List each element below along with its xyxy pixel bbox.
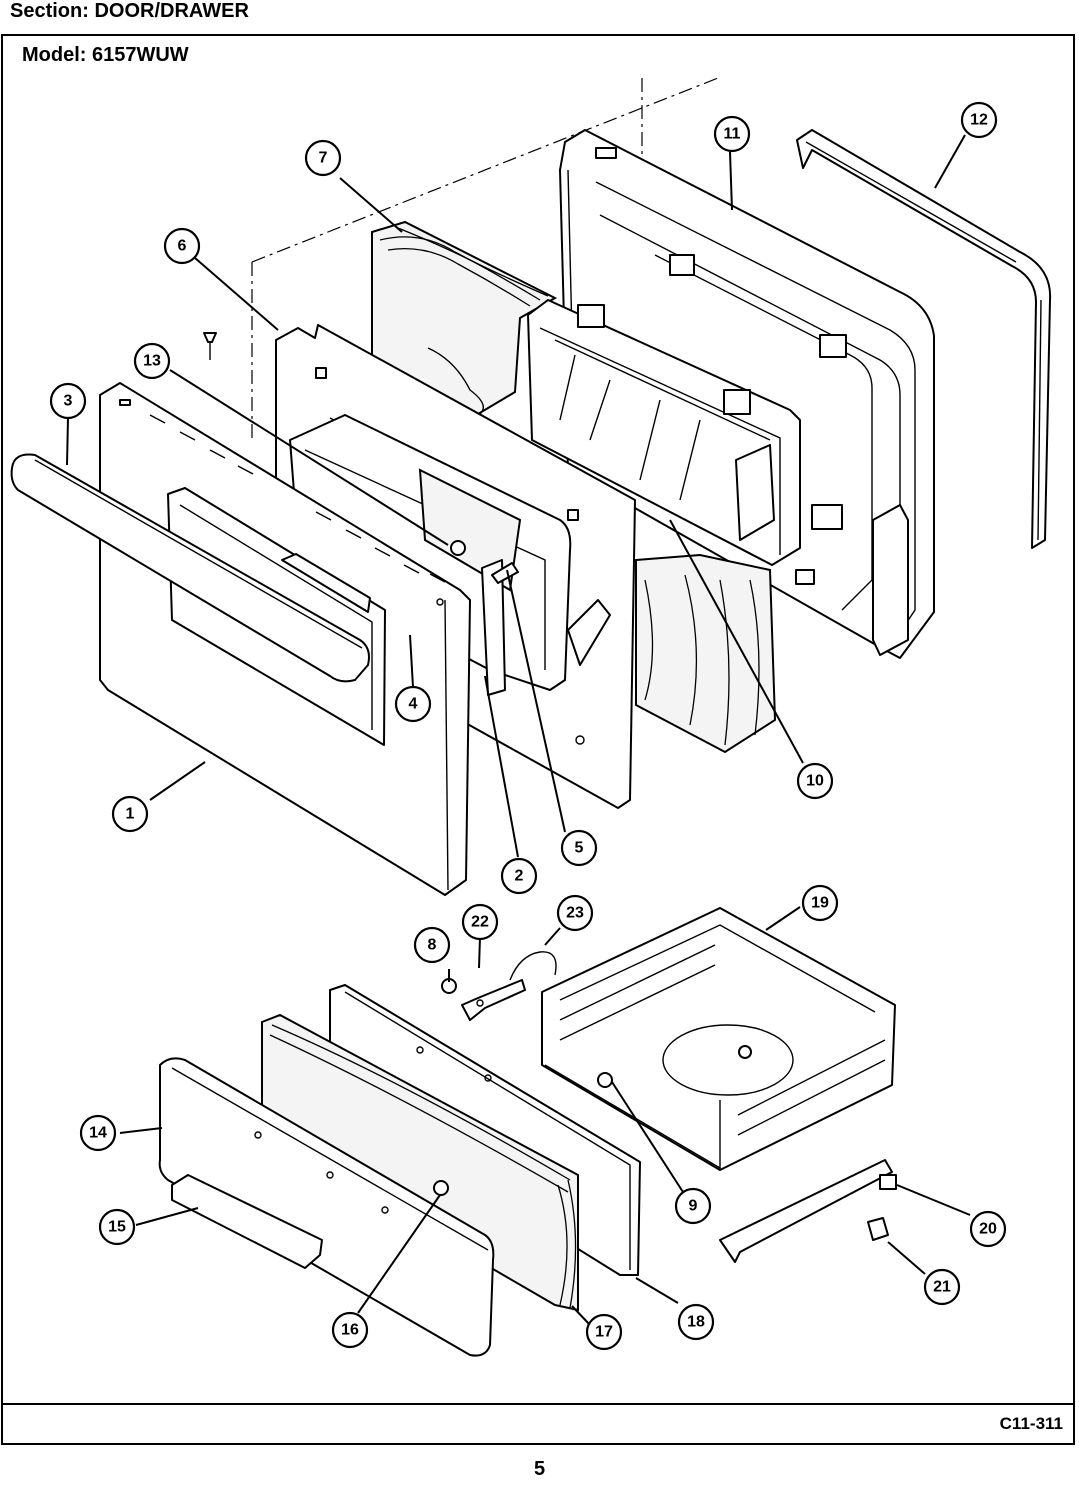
callout-5-label: 5 [575,840,584,857]
callout-7-label: 7 [319,150,328,167]
callout-9-label: 9 [689,1198,698,1215]
callout-10-label: 10 [806,773,824,790]
callout-11: 11 [713,115,751,153]
callout-21: 21 [923,1268,961,1306]
callout-8: 8 [413,926,451,964]
callout-15-label: 15 [108,1219,126,1236]
callout-4-label: 4 [409,696,418,713]
parts-20-21-drawer-slide [719,1159,897,1263]
part-14-drawer-front-panel [158,1057,495,1357]
page-number: 5 [533,1458,546,1480]
callout-14: 14 [79,1114,117,1152]
diagram-code: C11-311 [999,1414,1063,1433]
callout-20: 20 [969,1210,1007,1248]
callout-22-label: 22 [471,914,489,931]
section-title: Section: DOOR/DRAWER [10,0,249,22]
callout-1: 1 [111,795,149,833]
part-3-door-handle [10,453,370,683]
callout-16-label: 16 [341,1322,359,1339]
callout-7: 7 [304,139,342,177]
callout-17: 17 [585,1313,623,1351]
callout-12: 12 [960,101,998,139]
model-label: Model: 6157WUW [22,44,189,66]
callout-18-label: 18 [687,1314,705,1331]
footer-divider [1,1403,1075,1405]
callout-23-label: 23 [566,905,584,922]
callout-6: 6 [163,227,201,265]
callout-14-label: 14 [89,1125,107,1142]
leader-lines [66,134,971,1326]
part-12-door-gasket [796,129,1052,549]
callout-21-label: 21 [933,1279,951,1296]
callout-8-label: 8 [428,937,437,954]
callout-19: 19 [801,884,839,922]
callout-6-label: 6 [178,238,187,255]
part-2-hinge [481,559,506,696]
callout-2-label: 2 [515,868,524,885]
part-19-drawer-body [541,907,896,1171]
callout-16: 16 [331,1311,369,1349]
callout-5: 5 [560,829,598,867]
diagram-frame [1,34,1075,1445]
part-10-window-glass-assembly [527,299,801,754]
callout-12-label: 12 [970,112,988,129]
callout-13: 13 [133,342,171,380]
part-15-drawer-handle [171,1174,323,1269]
callout-13-label: 13 [143,353,161,370]
callout-22: 22 [461,903,499,941]
callout-15: 15 [98,1208,136,1246]
callout-3: 3 [49,382,87,420]
callout-10: 10 [796,762,834,800]
callout-23: 23 [556,894,594,932]
callout-1-label: 1 [126,806,135,823]
callout-11-label: 11 [724,126,741,143]
callout-19-label: 19 [811,895,829,912]
callout-2: 2 [500,857,538,895]
callout-4: 4 [394,685,432,723]
callout-17-label: 17 [595,1324,613,1341]
callout-20-label: 20 [979,1221,997,1238]
parts-22-23-drawer-bracket [441,951,557,1021]
callout-9: 9 [674,1187,712,1225]
callout-18: 18 [677,1303,715,1341]
callout-3-label: 3 [64,393,73,410]
